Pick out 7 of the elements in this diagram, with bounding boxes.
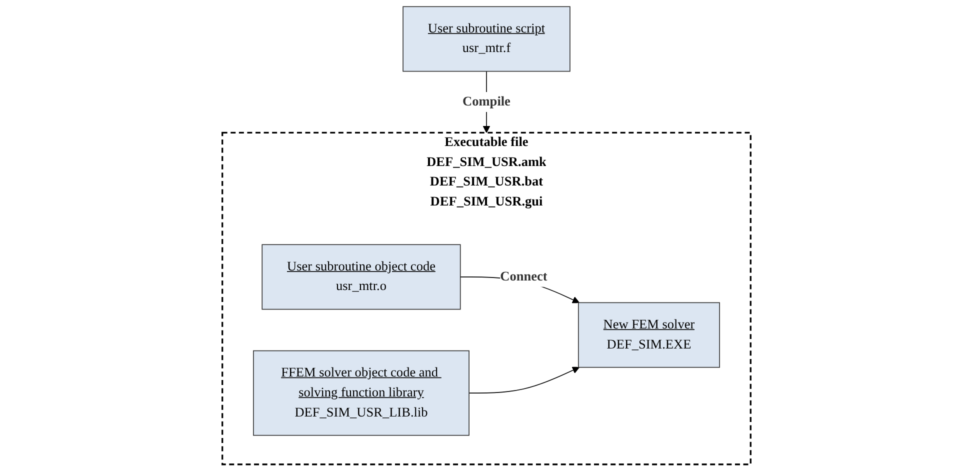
edge-label: Compile <box>462 94 510 109</box>
node-box: User subroutine script usr_mtr.f <box>402 6 570 72</box>
node-box: New FEM solver DEF_SIM.EXE <box>578 302 720 368</box>
node-box: User subroutine object code usr_mtr.o <box>262 244 461 310</box>
node-box: FFEM solver object code and solving function library DEF_SIM_USR_LIB.lib <box>253 350 470 436</box>
edge-label: Connect <box>500 270 548 284</box>
arrow <box>468 366 580 394</box>
